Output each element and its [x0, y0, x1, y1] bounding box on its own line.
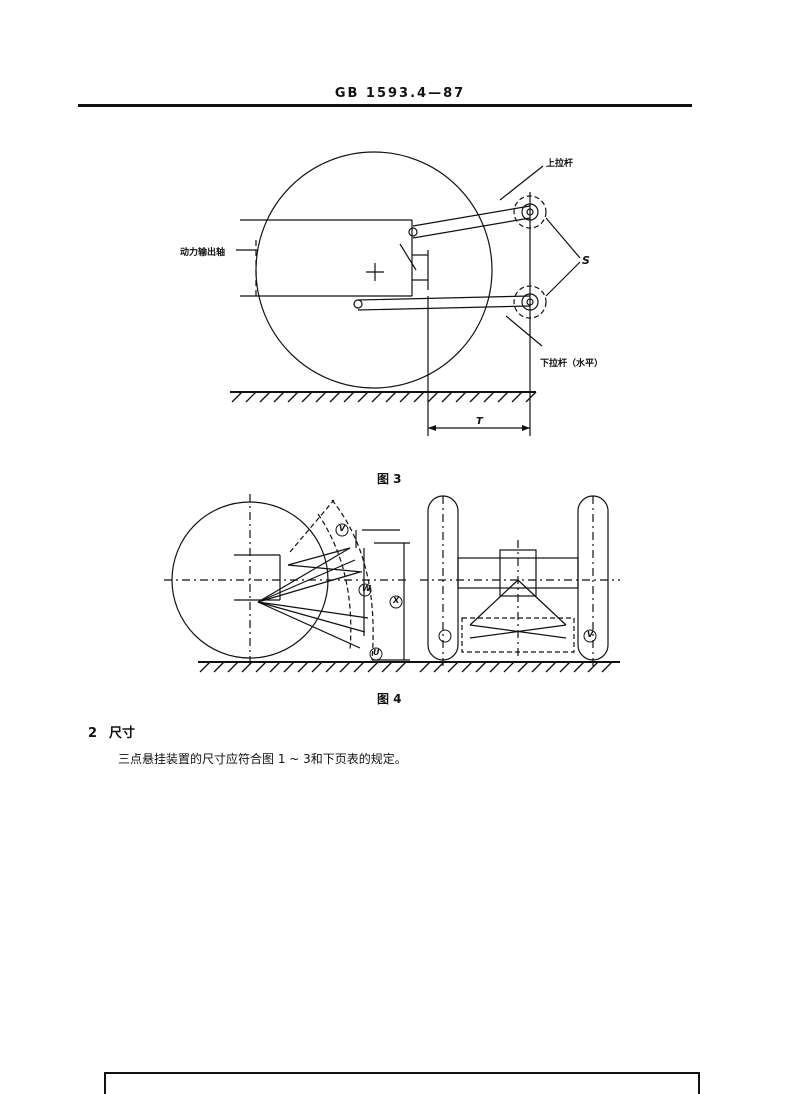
standard-code-header: GB 1593.4—87: [334, 86, 466, 101]
label-T: T: [476, 416, 483, 427]
figure-4-drawing: [164, 494, 620, 673]
fig4-mark-3: X: [393, 596, 400, 605]
fig4-mark-4: U: [373, 648, 380, 657]
label-pto-shaft: 动力输出轴: [180, 248, 226, 258]
body-paragraph: 三点悬挂装置的尺寸应符合图 1 ~ 3和下页表的规定。: [118, 752, 407, 766]
fig4-mark-1: V: [339, 524, 346, 533]
section-heading: 2 尺寸: [88, 722, 135, 741]
label-lower-link: 下拉杆（水平）: [540, 359, 604, 369]
section-title: 尺寸: [109, 726, 136, 741]
figure-4-caption: 图 4: [377, 692, 402, 706]
label-upper-link: 上拉杆: [546, 159, 574, 169]
next-page-table-frame: [104, 1072, 700, 1094]
figure-3-caption: 图 3: [377, 472, 402, 486]
fig4-mark-5: V: [587, 630, 594, 639]
label-S: S: [582, 254, 590, 267]
header-rule: [78, 104, 692, 107]
fig4-mark-2: W: [362, 584, 371, 593]
section-number: 2: [88, 726, 98, 741]
figure-3-drawing: [230, 151, 581, 436]
